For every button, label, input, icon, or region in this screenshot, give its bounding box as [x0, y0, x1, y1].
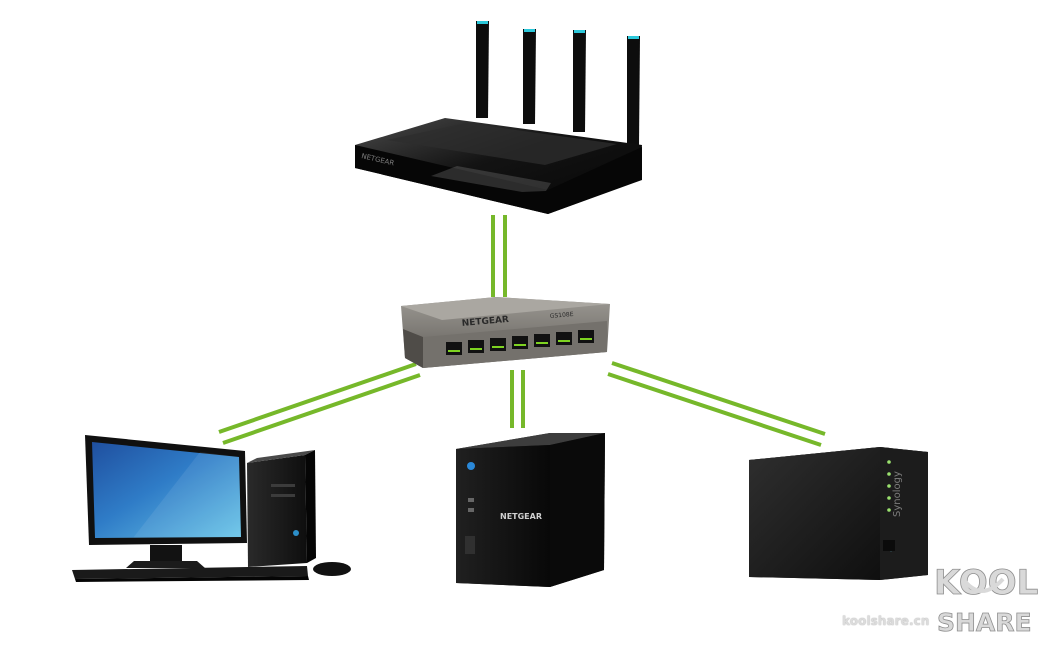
watermark-site-text: koolshare.cn — [842, 614, 930, 628]
switch-nas-right-link — [607, 361, 826, 447]
router-switch-link — [491, 215, 507, 297]
switch-device: NETGEAR GS108E — [401, 297, 610, 368]
nas-right-device: Synology — [749, 447, 928, 580]
switch-pc-link — [218, 362, 421, 445]
router-device: NETGEAR — [355, 21, 642, 214]
logo-top-text: KOOL — [934, 563, 1038, 603]
nas-right-brand-label: Synology — [892, 471, 903, 517]
koolshare-logo: KOOL SHARE — [934, 563, 1039, 638]
switch-nas-center-link — [510, 370, 525, 428]
mouse-icon — [313, 562, 351, 576]
nas-center-device: NETGEAR — [456, 433, 605, 587]
nas-power-icon — [467, 462, 475, 470]
desktop-computer — [72, 435, 351, 582]
switch-ports — [446, 330, 594, 355]
power-button-icon — [293, 530, 299, 536]
logo-smile-icon — [961, 577, 1005, 593]
router-antennas — [476, 21, 640, 145]
switch-brand-label: NETGEAR — [461, 315, 509, 329]
connection-lines — [218, 215, 826, 447]
nas-center-brand-label: NETGEAR — [500, 512, 542, 521]
switch-model-label: GS108E — [550, 311, 574, 320]
logo-bottom-text: SHARE — [937, 608, 1032, 637]
